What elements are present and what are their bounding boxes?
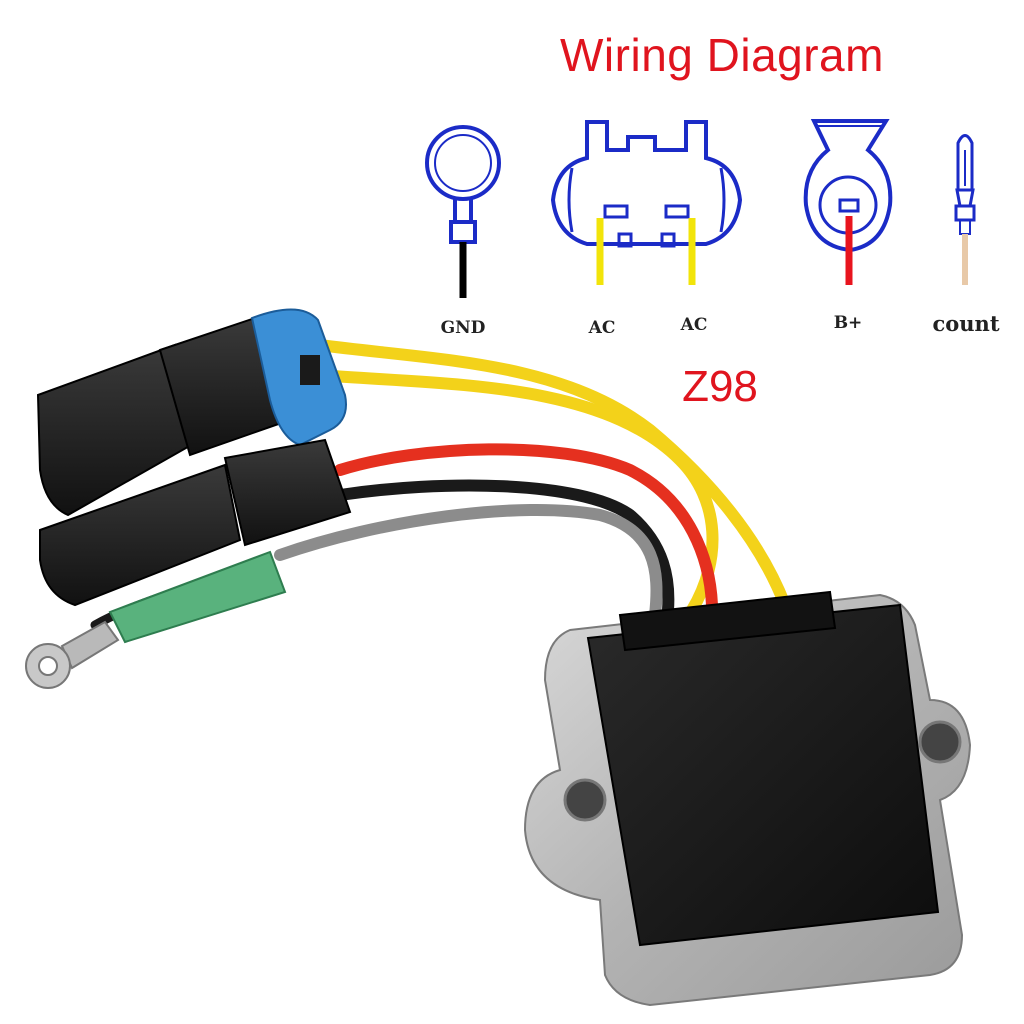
- heat-shrink-sleeve: [108, 550, 287, 644]
- blue-cap: [250, 308, 347, 447]
- harness-yellow-wire: [314, 339, 791, 611]
- terminal-label-count: count: [932, 311, 1000, 336]
- three-pin-plug: [36, 308, 347, 517]
- terminal-label-ac-right: AC: [680, 315, 708, 335]
- mount-hole-right: [918, 720, 962, 764]
- voltage-regulator-harness: [25, 308, 972, 1007]
- ring-lug: [25, 620, 120, 689]
- terminal-label-gnd: GND: [440, 318, 486, 338]
- regulator-body: [523, 590, 972, 1007]
- harness-black-wire: [334, 479, 675, 616]
- diagram-title: Wiring Diagram: [560, 29, 884, 81]
- ring-terminal-icon: [425, 125, 501, 298]
- harness-gray-wire: [274, 503, 663, 621]
- terminal-label-ac-left: AC: [588, 318, 616, 338]
- harness-red-wire: [334, 443, 718, 611]
- bullet-terminal-icon: [954, 134, 976, 285]
- wiring-diagram: [425, 119, 976, 298]
- terminal-label-b-plus: B+: [833, 313, 863, 333]
- potting-compound: [586, 603, 940, 947]
- mount-hole-left: [563, 778, 607, 822]
- harness-yellow-wire: [314, 369, 719, 616]
- two-pin-plug: [39, 438, 352, 607]
- single-pin-connector-icon: [803, 119, 893, 285]
- two-pin-connector-icon: [550, 120, 743, 285]
- model-label: Z98: [682, 362, 758, 411]
